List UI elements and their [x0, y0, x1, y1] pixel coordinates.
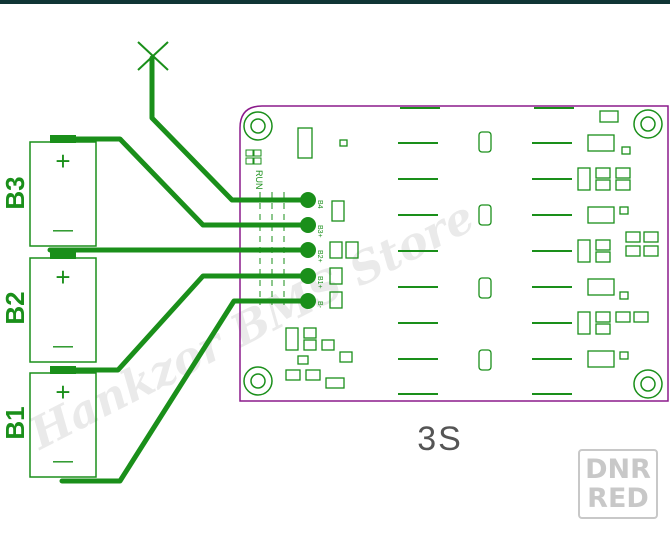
connector-components	[297, 127, 359, 309]
right-components	[577, 110, 659, 368]
pad-b1-plus	[300, 268, 316, 284]
bottom-left-components	[285, 327, 353, 389]
logo-line2: RED	[587, 483, 649, 514]
cell-b1-plus: +	[55, 377, 70, 407]
mosfet-pads-left	[398, 107, 440, 395]
top-bar	[0, 0, 670, 4]
wire-b1-plus	[73, 273, 311, 373]
cell-label-b3: B3	[0, 176, 30, 209]
mounting-hole	[243, 109, 663, 399]
wire-b3-plus	[73, 136, 311, 228]
cell-label-b1: B1	[0, 406, 30, 439]
pad-b3-plus	[300, 217, 316, 233]
mosfet-pads-right	[532, 107, 574, 395]
logo-line1: DNR	[585, 454, 651, 485]
battery-cell-b2	[29, 251, 97, 363]
cell-b1-minus: —	[53, 450, 73, 472]
battery-cell-b1	[29, 366, 97, 478]
board-label: 3S	[417, 420, 463, 458]
wires	[47, 55, 311, 484]
cell-label-b2: B2	[0, 291, 30, 324]
wire-b-minus	[59, 298, 311, 484]
cell-b2-minus: —	[53, 335, 73, 357]
pin-label-b1-plus: B1+	[316, 276, 323, 289]
pad-b4	[300, 192, 316, 208]
cell-b3-plus: +	[55, 146, 70, 176]
pad-b-minus	[300, 293, 316, 309]
battery-cell-b3	[29, 135, 97, 247]
dnr-red-logo: DNR RED	[578, 449, 658, 519]
board-outline	[239, 105, 669, 402]
pin-label-b3-plus: B3+	[316, 225, 323, 238]
output-x-marker	[137, 41, 169, 71]
pin-label-b2-plus: B2+	[316, 250, 323, 263]
connector-guides	[259, 192, 285, 305]
run-label: RUN	[254, 170, 264, 190]
run-switch	[245, 149, 262, 165]
pad-b2-plus	[300, 242, 316, 258]
cell-b2-plus: +	[55, 262, 70, 292]
cell-b3-minus: —	[53, 219, 73, 241]
pin-label-b-minus: B-	[316, 301, 323, 309]
watermark: Hankzor BMS Store	[20, 191, 482, 460]
center-components	[478, 131, 492, 371]
solder-pads	[300, 192, 316, 309]
wire-b4	[149, 55, 311, 203]
pin-label-b4: B4	[316, 200, 323, 209]
